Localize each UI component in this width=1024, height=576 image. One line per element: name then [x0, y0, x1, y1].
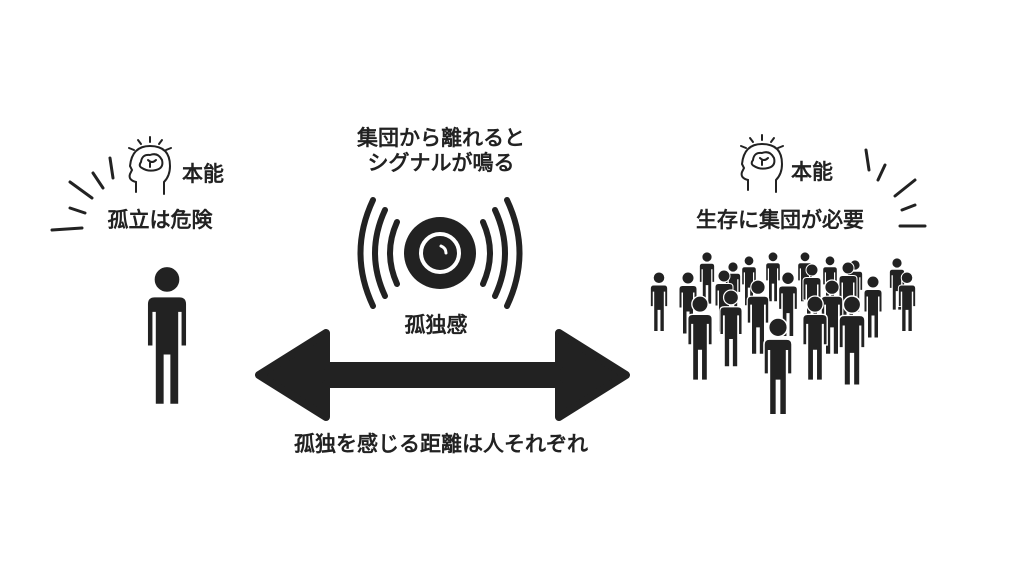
right-instinct-label: 本能 — [791, 160, 833, 184]
person-figure — [687, 295, 713, 382]
person-figure — [719, 289, 743, 368]
person-figure — [802, 295, 828, 382]
brain-head-icon — [740, 134, 784, 193]
brain-head-icon — [128, 136, 172, 195]
person-figure — [765, 251, 781, 303]
person-figure — [649, 271, 669, 333]
right-emphasis-lines — [864, 148, 927, 228]
left-emphasis-lines — [50, 156, 115, 232]
right-message: 生存に集団が必要 — [696, 208, 864, 232]
left-instinct-label: 本能 — [182, 162, 224, 186]
person-figure — [863, 275, 883, 339]
bottom-caption: 孤独を感じる距離は人それぞれ — [294, 432, 588, 456]
person-figure — [838, 295, 866, 386]
person-figure — [763, 317, 793, 416]
signal-alarm-icon — [357, 197, 523, 309]
double-arrow — [255, 329, 630, 421]
crowd-icon — [649, 251, 917, 416]
signal-label: 孤独感 — [404, 313, 468, 337]
person-figure — [746, 279, 770, 356]
center-title-line1: 集団から離れると — [357, 126, 525, 150]
person-figure — [897, 271, 917, 333]
center-title-line2: シグナルが鳴る — [367, 151, 515, 175]
person-figure — [145, 264, 189, 407]
left-message: 孤立は危険 — [107, 208, 213, 232]
single-person-icon — [145, 264, 189, 407]
